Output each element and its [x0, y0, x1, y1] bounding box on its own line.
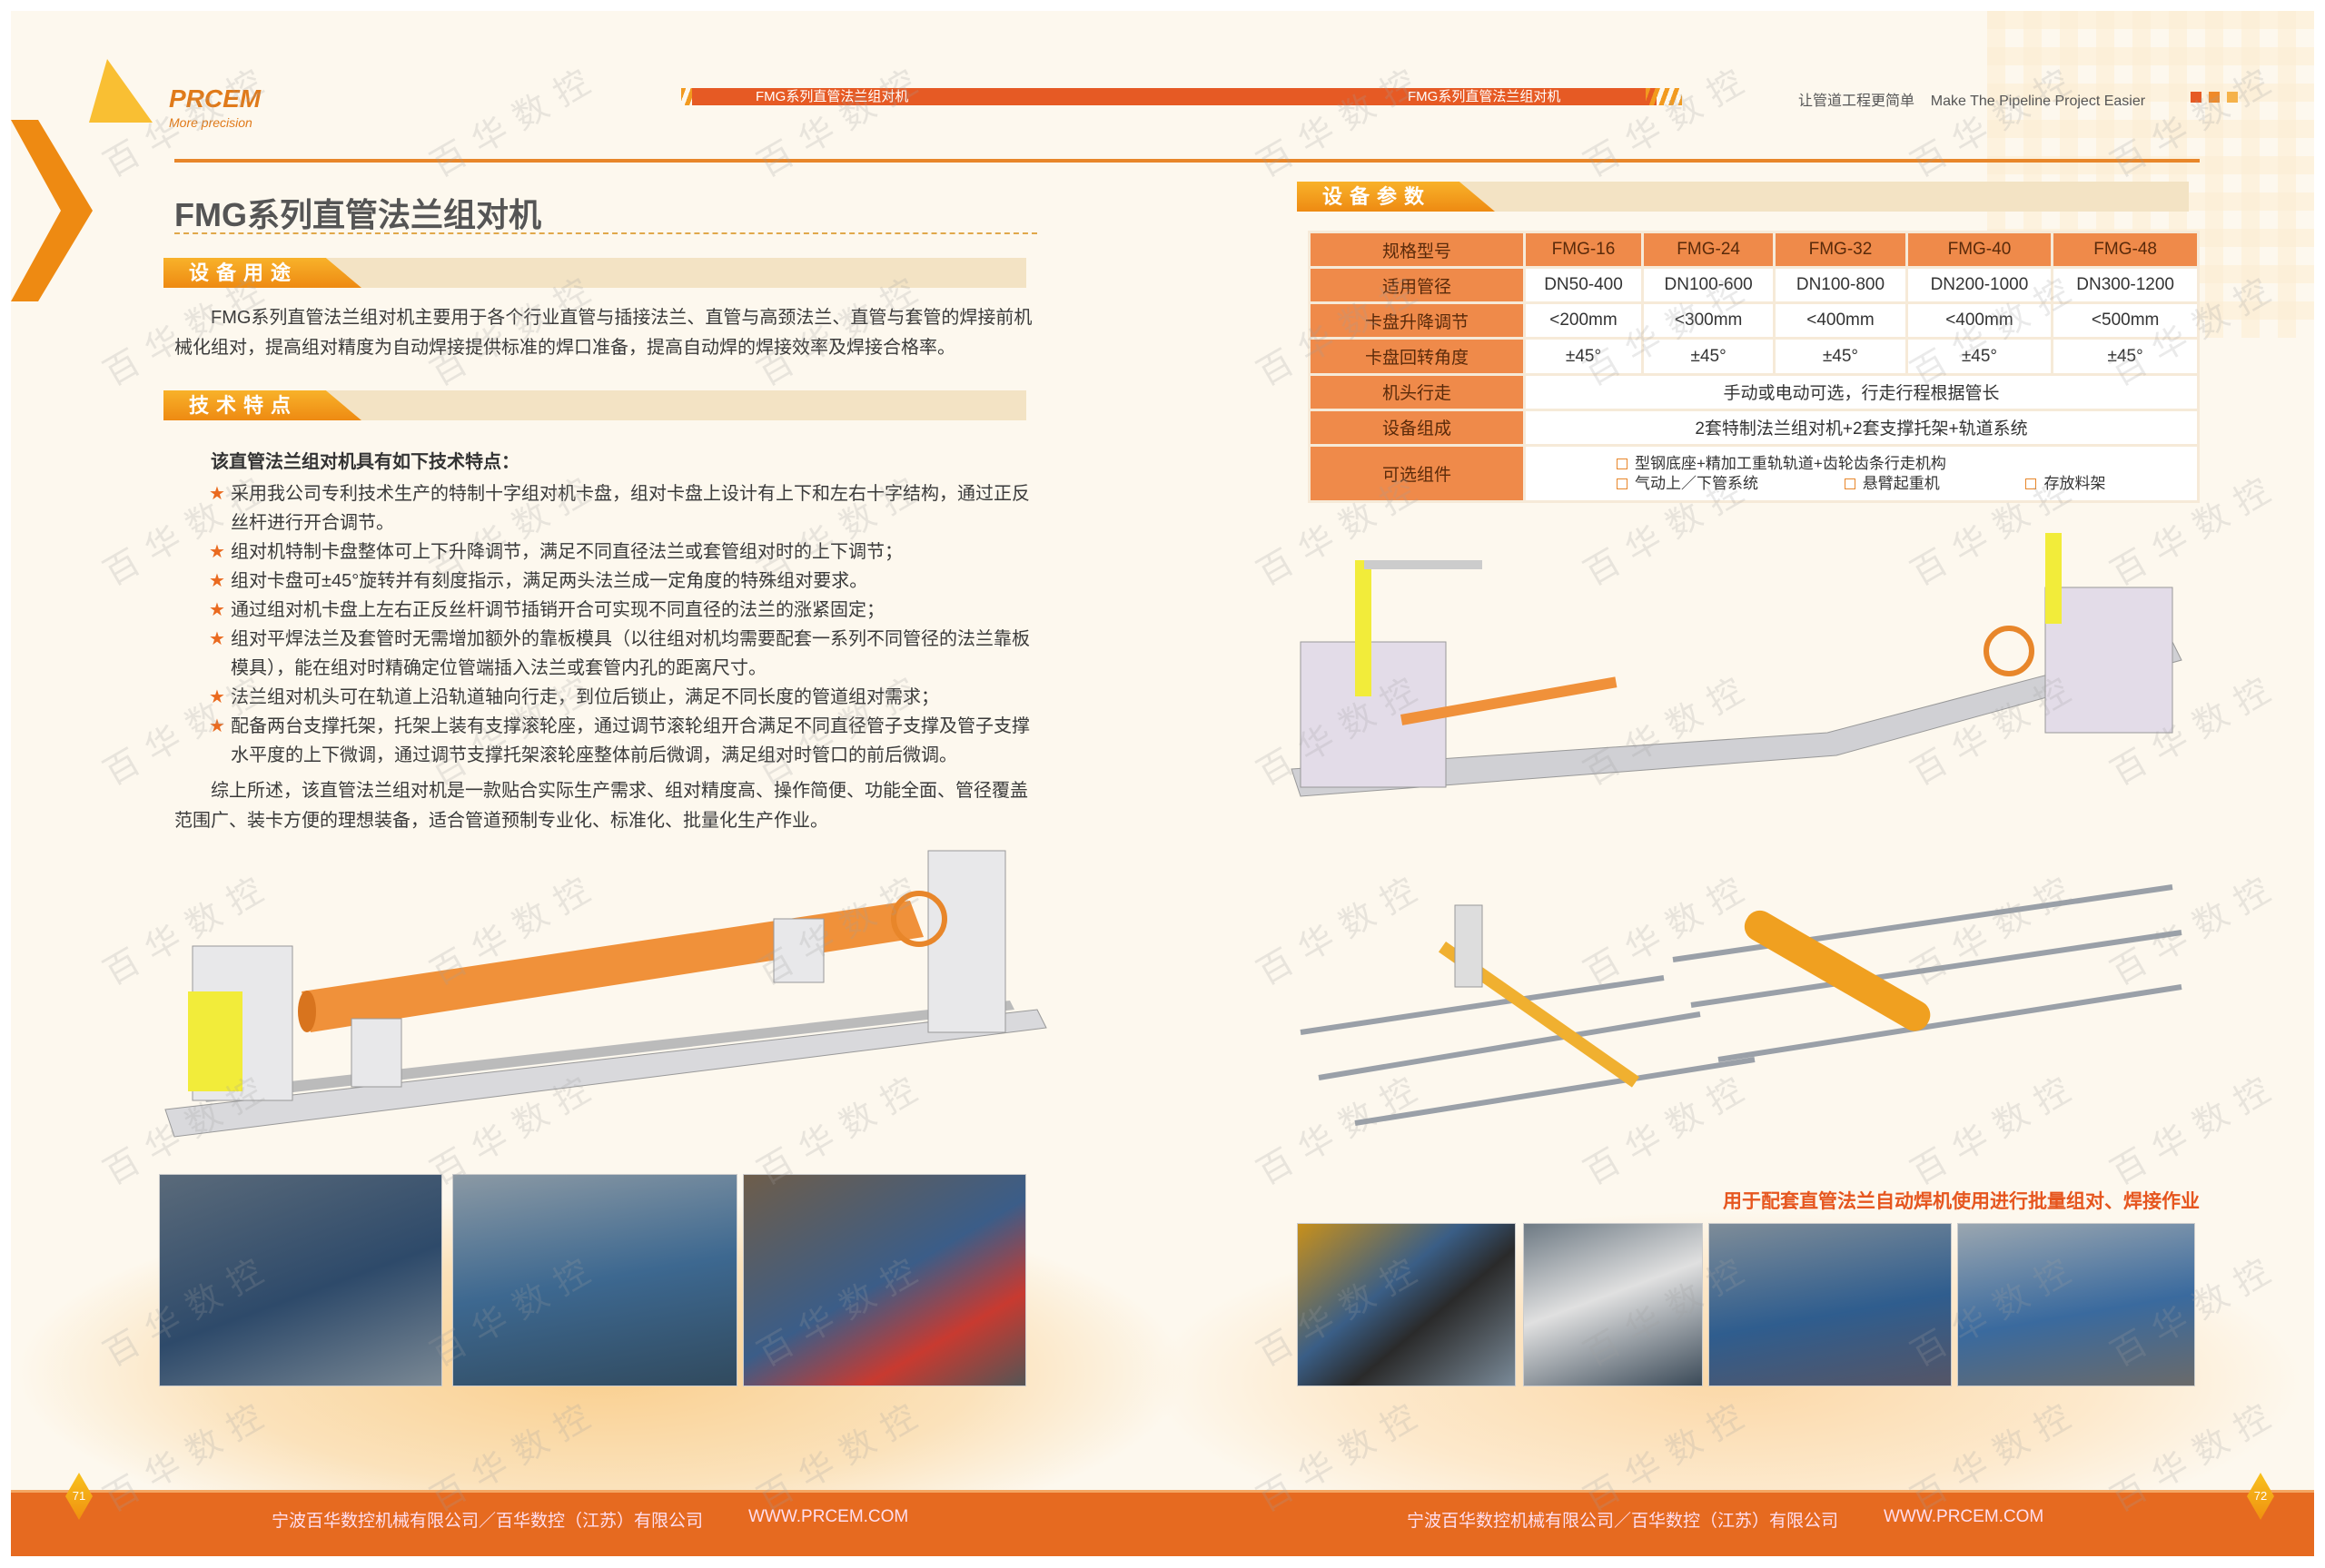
usage-caption: 用于配套直管法兰自动焊机使用进行批量组对、焊接作业: [1723, 1191, 2200, 1212]
feature-item: ★采用我公司专利技术生产的特制十字组对机卡盘，组对卡盘上设计有上下和左右十字结构…: [209, 479, 1044, 537]
usage-text: FMG系列直管法兰组对机主要用于各个行业直管与插接法兰、直管与高颈法兰、直管与套…: [174, 308, 1033, 358]
checkbox-icon: [1617, 458, 1628, 469]
footer-bar: 宁波百华数控机械有限公司／百华数控（江苏）有限公司 WWW.PRCEM.COM …: [11, 1490, 2314, 1556]
square-decoration: [2209, 92, 2220, 103]
star-icon: ★: [209, 629, 225, 649]
tagline-en: Make The Pipeline Project Easier: [1930, 94, 2146, 109]
star-icon: ★: [209, 484, 225, 504]
logo-brand: PRCEM: [169, 84, 262, 113]
chevron-decoration: [11, 120, 93, 301]
header-bar: FMG系列直管法兰组对机 FMG系列直管法兰组对机: [692, 88, 1657, 105]
square-decoration: [2227, 92, 2238, 103]
tagline: 让管道工程更简单 Make The Pipeline Project Easie…: [1798, 88, 2145, 110]
brochure-spread: PRCEM More precision FMG系列直管法兰组对机 FMG系列直…: [11, 11, 2314, 1556]
photo-workshop-2: [452, 1174, 737, 1386]
star-icon: ★: [209, 542, 225, 562]
checkbox-icon: [2025, 478, 2037, 489]
title-divider: [174, 232, 1037, 234]
star-icon: ★: [209, 687, 225, 707]
tagline-cn: 让管道工程更简单: [1798, 94, 1915, 109]
footer-url-left[interactable]: WWW.PRCEM.COM: [748, 1507, 909, 1526]
page-title: FMG系列直管法兰组对机: [174, 196, 541, 233]
feature-item: ★组对机特制卡盘整体可上下升降调节，满足不同直径法兰或套管组对时的上下调节；: [209, 537, 1044, 567]
section-label: 技术特点: [163, 390, 362, 420]
section-header-params: 设备参数: [1297, 182, 2189, 212]
watermark-text: 百华数控: [1251, 57, 1434, 185]
photo-welding-head: [1523, 1223, 1703, 1386]
star-icon: ★: [209, 600, 225, 620]
feature-item: ★组对卡盘可±45°旋转并有刻度指示，满足两头法兰成一定角度的特殊组对要求。: [209, 567, 1044, 596]
table-row: 机头行走手动或电动可选，行走行程根据管长: [1308, 372, 2200, 411]
feature-item: ★通过组对机卡盘上左右正反丝杆调节插销开合可实现不同直径的法兰的涨紧固定；: [209, 596, 1044, 625]
watermark-text: 百华数控: [1578, 57, 1761, 185]
section-label: 设备参数: [1297, 182, 1496, 212]
table-row: 可选组件 型钢底座+精加工重轨轨道+齿轮齿条行走机构 气动上／下管系统 悬臂起重…: [1308, 444, 2200, 503]
header-left-title: FMG系列直管法兰组对机: [756, 89, 909, 104]
checkbox-icon: [1844, 478, 1855, 489]
features-intro: 该直管法兰组对机具有如下技术特点：: [211, 452, 519, 472]
photo-workshop-1: [159, 1174, 442, 1386]
star-icon: ★: [209, 571, 225, 591]
options-cell: 型钢底座+精加工重轨轨道+齿轮齿条行走机构 气动上／下管系统 悬臂起重机 存放料…: [1523, 444, 2200, 503]
photo-workshop-3: [743, 1174, 1026, 1386]
footer-url-right[interactable]: WWW.PRCEM.COM: [1884, 1507, 2044, 1526]
table-row: 卡盘升降调节<200mm<300mm<400mm<400mm<500mm: [1308, 301, 2200, 340]
stripe-decoration: [1646, 88, 1682, 105]
section-label: 设备用途: [163, 258, 362, 288]
summary-text: 综上所述，该直管法兰组对机是一款贴合实际生产需求、组对精度高、操作简便、功能全面…: [174, 781, 1028, 831]
logo-mark-icon: [89, 59, 153, 123]
checkbox-icon: [1617, 478, 1628, 489]
photo-flange-welding: [1297, 1223, 1516, 1386]
photo-production-line-2: [1957, 1223, 2195, 1386]
logo-slogan: More precision: [169, 115, 252, 130]
photo-production-line-1: [1708, 1223, 1952, 1386]
footer-company-left: 宁波百华数控机械有限公司／百华数控（江苏）有限公司: [272, 1512, 704, 1531]
square-decoration: [2191, 92, 2201, 103]
table-row: 卡盘回转角度±45°±45°±45°±45°±45°: [1308, 337, 2200, 376]
watermark-text: 百华数控: [424, 57, 608, 185]
header-divider: [174, 159, 2200, 163]
star-icon: ★: [209, 716, 225, 736]
feature-item: ★法兰组对机头可在轨道上沿轨道轴向行走，到位后锁止，满足不同长度的管道组对需求；: [209, 683, 1044, 712]
section-header-usage: 设备用途: [163, 258, 1026, 288]
features-list: ★采用我公司专利技术生产的特制十字组对机卡盘，组对卡盘上设计有上下和左右十字结构…: [209, 479, 1044, 770]
watermark-text: 百华数控: [751, 57, 935, 185]
footer-company-right: 宁波百华数控机械有限公司／百华数控（江苏）有限公司: [1407, 1512, 1839, 1531]
params-table: 规格型号 FMG-16 FMG-24 FMG-32 FMG-40 FMG-48 …: [1308, 230, 2200, 503]
machine-illustration: [164, 850, 1047, 1138]
logo: PRCEM More precision: [89, 59, 261, 136]
table-header-row: 规格型号 FMG-16 FMG-24 FMG-32 FMG-40 FMG-48: [1308, 230, 2200, 270]
machine-illustration-assembly: [1291, 533, 2182, 797]
section-header-features: 技术特点: [163, 390, 1026, 420]
production-line-illustration: [1300, 884, 2182, 1126]
header-right-title: FMG系列直管法兰组对机: [1408, 89, 1561, 104]
feature-item: ★组对平焊法兰及套管时无需增加额外的靠板模具（以往组对机均需要配套一系列不同管径…: [209, 625, 1044, 683]
feature-item: ★配备两台支撑托架，托架上装有支撑滚轮座，通过调节滚轮组开合满足不同直径管子支撑…: [209, 712, 1044, 770]
